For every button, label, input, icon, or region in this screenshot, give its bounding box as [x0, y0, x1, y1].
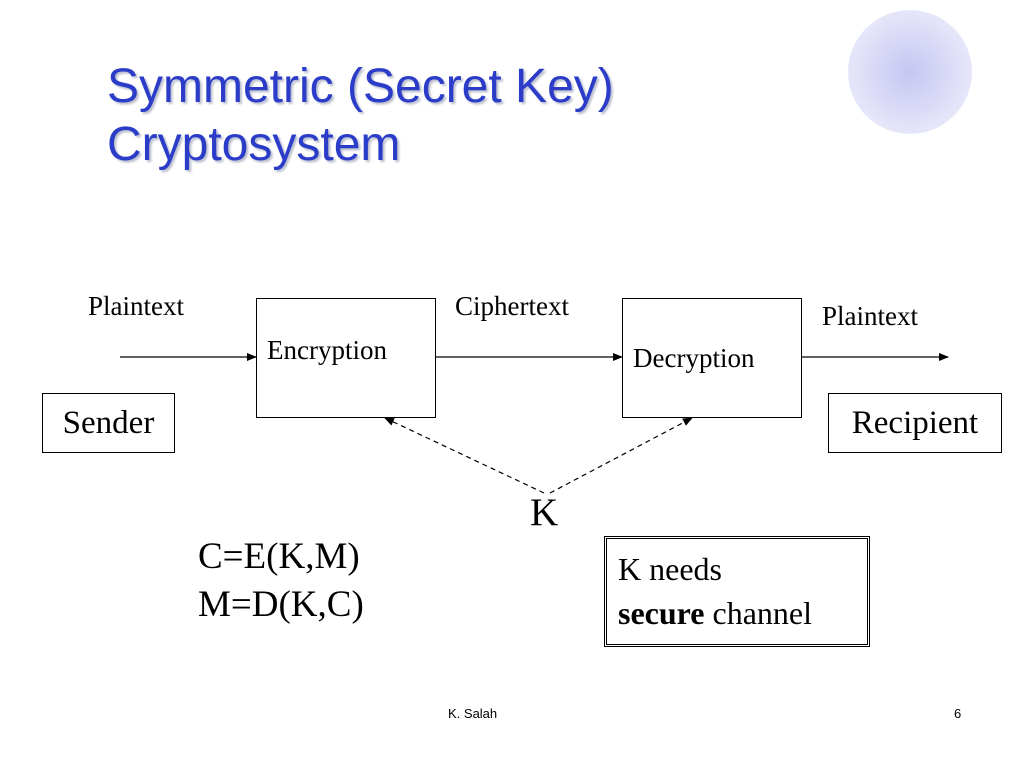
note-rest: channel [704, 595, 812, 631]
decrypt-formula: M=D(K,C) [198, 584, 364, 625]
title-line-1: Symmetric (Secret Key) [107, 60, 614, 113]
key-line-to-encryption [384, 417, 545, 494]
recipient-box: Recipient [828, 393, 1002, 453]
footer-author: K. Salah [448, 706, 498, 721]
key-label: K [530, 491, 559, 534]
sender-label: Sender [62, 404, 155, 441]
formulas: C=E(K,M) M=D(K,C) [198, 533, 364, 629]
note-line-2: secure channel [618, 591, 867, 635]
key-line-to-decryption [549, 417, 693, 494]
ciphertext-label: Ciphertext [455, 291, 569, 321]
encryption-box: Encryption [256, 298, 436, 418]
decorative-circle [848, 10, 972, 134]
plaintext-input-label: Plaintext [88, 291, 184, 321]
footer-page-number: 6 [954, 706, 962, 721]
title-line-2: Cryptosystem [107, 118, 401, 171]
slide-title: Symmetric (Secret Key) Cryptosystem [107, 58, 614, 174]
plaintext-output-label: Plaintext [822, 301, 918, 331]
note-emphasis: secure [618, 595, 705, 631]
decryption-label: Decryption [633, 343, 755, 373]
encryption-label: Encryption [267, 335, 387, 365]
key-channel-note: K needs secure channel [604, 536, 870, 647]
sender-box: Sender [42, 393, 175, 453]
recipient-label: Recipient [851, 404, 979, 441]
note-line-1: K needs [618, 551, 722, 587]
decryption-box: Decryption [622, 298, 802, 418]
encrypt-formula: C=E(K,M) [198, 536, 360, 577]
